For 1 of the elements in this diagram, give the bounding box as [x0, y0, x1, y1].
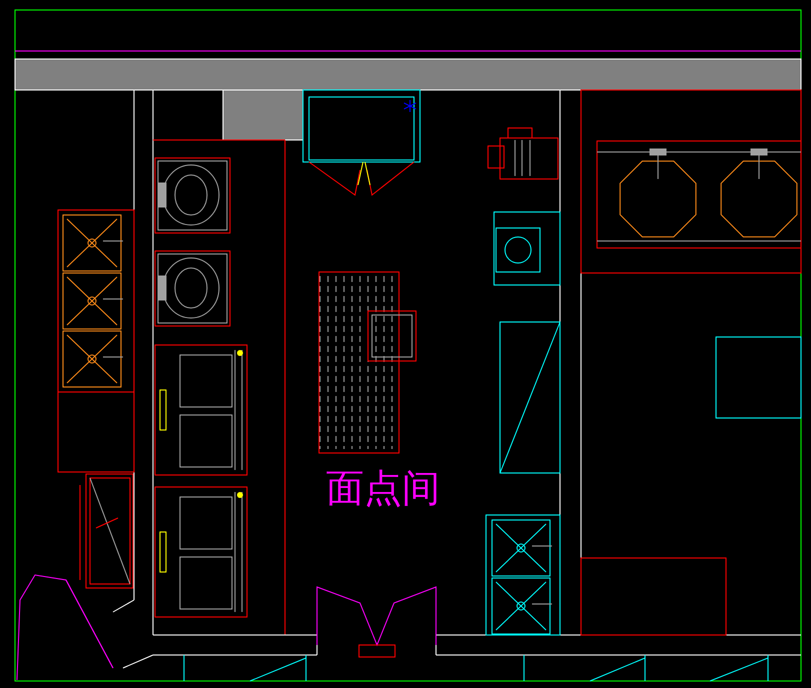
room-label: 面点间 — [326, 468, 440, 510]
